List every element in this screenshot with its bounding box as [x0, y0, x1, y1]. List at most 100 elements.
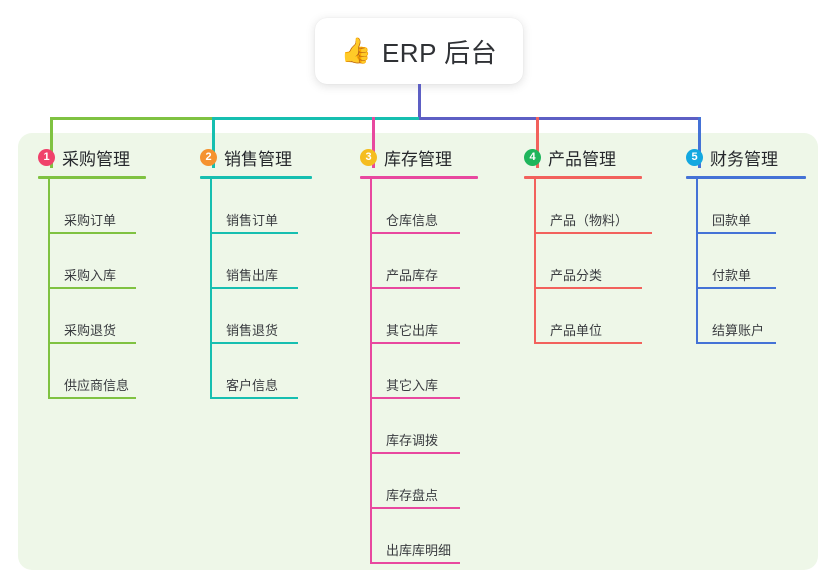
leaf-node[interactable]: 回款单 [696, 179, 776, 234]
leaf-node[interactable]: 产品（物料） [534, 179, 652, 234]
leaf-node[interactable]: 其它出库 [370, 289, 460, 344]
leaf-node[interactable]: 销售退货 [210, 289, 298, 344]
branch-header-rule-1 [38, 176, 146, 179]
bus-segment-2 [212, 117, 419, 120]
branch-spine-1 [48, 179, 50, 399]
leaf-node-label: 产品单位 [550, 323, 603, 338]
leaf-node-label: 供应商信息 [64, 378, 130, 393]
leaf-node-label: 产品分类 [550, 268, 603, 283]
leaf-node[interactable]: 库存调拨 [370, 399, 460, 454]
bus-segment-3 [419, 117, 701, 120]
leaf-node-label: 出库库明细 [386, 543, 452, 558]
drop-line-2 [212, 117, 215, 168]
leaf-node-label: 库存盘点 [386, 488, 439, 503]
leaf-node-label: 销售出库 [226, 268, 279, 283]
leaf-node-rule [696, 342, 776, 344]
leaf-node-label: 仓库信息 [386, 213, 439, 228]
bus-segment-1 [50, 117, 215, 120]
branch-header-rule-2 [200, 176, 312, 179]
leaf-node-label: 销售订单 [226, 213, 279, 228]
branch-badge-1: 1 [38, 148, 55, 166]
branch-column-4: 4 产品管理产品（物料） 产品分类产品单位 [524, 146, 652, 344]
leaf-node[interactable]: 其它入库 [370, 344, 460, 399]
leaf-node[interactable]: 客户信息 [210, 344, 298, 399]
leaf-node-rule [370, 452, 460, 454]
leaf-node-rule [370, 507, 460, 509]
leaf-node[interactable]: 产品库存 [370, 234, 460, 289]
leaf-node[interactable]: 采购入库 [48, 234, 136, 289]
leaf-node[interactable]: 结算账户 [696, 289, 776, 344]
leaf-node-rule [370, 562, 460, 564]
leaf-node-label: 采购退货 [64, 323, 117, 338]
leaf-node-label: 采购订单 [64, 213, 117, 228]
leaf-node[interactable]: 产品单位 [534, 289, 642, 344]
leaf-node-label: 销售退货 [226, 323, 279, 338]
leaf-node-label: 其它出库 [386, 323, 439, 338]
leaf-node-rule [48, 342, 136, 344]
leaf-node[interactable]: 采购订单 [48, 179, 136, 234]
leaf-node-rule [210, 397, 298, 399]
root-stem [417, 84, 421, 120]
leaf-node-label: 产品（物料） [550, 213, 629, 228]
drop-line-3 [372, 117, 375, 168]
leaf-node-rule [370, 287, 460, 289]
branch-header-1[interactable]: 1 采购管理 [38, 146, 130, 169]
branch-column-5: 5 财务管理回款单付款单结算账户 [686, 146, 806, 344]
branch-header-label: 采购管理 [62, 149, 130, 169]
drop-line-1 [50, 117, 53, 168]
leaf-node-label: 回款单 [712, 213, 752, 228]
branch-badge-4: 4 [524, 148, 541, 166]
branch-spine-5 [696, 179, 698, 344]
leaf-node-label: 客户信息 [226, 378, 279, 393]
leaf-node[interactable]: 供应商信息 [48, 344, 136, 399]
leaf-node-label: 付款单 [712, 268, 752, 283]
branch-header-rule-4 [524, 176, 642, 179]
leaf-node-rule [48, 287, 136, 289]
leaf-node-rule [696, 232, 776, 234]
leaf-node[interactable]: 采购退货 [48, 289, 136, 344]
branch-header-rule-5 [686, 176, 806, 179]
leaf-node-rule [210, 342, 298, 344]
root-node-erp-backend[interactable]: 👍 ERP 后台 [315, 18, 523, 84]
branch-header-4[interactable]: 4 产品管理 [524, 146, 616, 169]
branch-header-label: 库存管理 [384, 149, 452, 169]
leaf-node-rule [210, 232, 298, 234]
leaf-node[interactable]: 产品分类 [534, 234, 642, 289]
leaf-node[interactable]: 销售出库 [210, 234, 298, 289]
leaf-node-rule [370, 232, 460, 234]
leaf-node-rule [696, 287, 776, 289]
root-node-label: ERP 后台 [381, 37, 498, 68]
branch-column-2: 2 销售管理销售订单销售出库销售退货客户信息 [200, 146, 312, 399]
branch-header-label: 产品管理 [548, 149, 616, 169]
leaf-node-label: 采购入库 [64, 268, 117, 283]
diagram-panel [18, 133, 818, 570]
leaf-node-label: 其它入库 [386, 378, 439, 393]
branch-header-5[interactable]: 5 财务管理 [686, 146, 778, 169]
branch-header-2[interactable]: 2 销售管理 [200, 146, 292, 169]
leaf-node-label: 结算账户 [712, 323, 765, 338]
leaf-node-rule [370, 397, 460, 399]
leaf-node[interactable]: 付款单 [696, 234, 776, 289]
leaf-node-rule [534, 287, 642, 289]
drop-line-5 [698, 117, 701, 168]
leaf-node-rule [534, 342, 642, 344]
leaf-node[interactable]: 销售订单 [210, 179, 298, 234]
leaf-node-rule [370, 342, 460, 344]
drop-line-4 [536, 117, 539, 168]
branch-badge-2: 2 [200, 148, 217, 166]
leaf-node-rule [210, 287, 298, 289]
leaf-node-rule [48, 232, 136, 234]
leaf-node[interactable]: 出库库明细 [370, 509, 460, 564]
branch-header-label: 财务管理 [710, 149, 778, 169]
branch-header-label: 销售管理 [224, 149, 292, 169]
branch-spine-4 [534, 179, 536, 344]
branch-header-rule-3 [360, 176, 478, 179]
leaf-node-label: 产品库存 [386, 268, 439, 283]
branch-badge-5: 5 [686, 148, 703, 166]
branch-spine-2 [210, 179, 212, 399]
leaf-node[interactable]: 仓库信息 [370, 179, 460, 234]
leaf-node[interactable]: 库存盘点 [370, 454, 460, 509]
